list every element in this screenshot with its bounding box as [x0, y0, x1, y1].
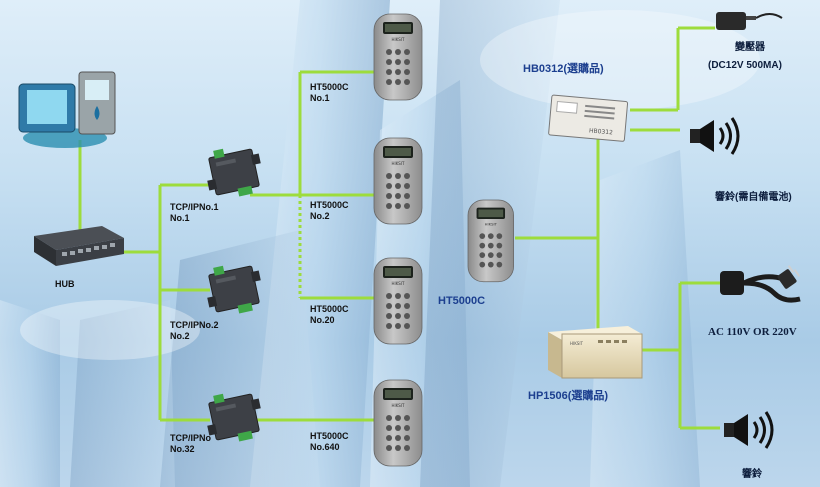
- ac-power-label: AC 110V OR 220V: [708, 326, 797, 338]
- center-reader-label: HT5000C: [438, 295, 486, 307]
- connection-lines: [78, 26, 720, 430]
- adapter-label: 變壓器: [735, 42, 765, 53]
- converter-1-name: TCP/IPNo.1: [170, 202, 219, 212]
- power-adapter-icon: [716, 12, 783, 30]
- converter-3-no: No.32: [170, 444, 195, 454]
- hb0312-device-icon: HB0312: [548, 94, 629, 142]
- converter-2-name: TCP/IPNo.2: [170, 320, 219, 330]
- converter-1-no: No.1: [170, 213, 190, 223]
- converter-icon-1: [200, 141, 268, 203]
- hub-icon: [34, 226, 124, 266]
- background-buildings: [0, 0, 700, 487]
- reader-icon-3: [373, 257, 423, 345]
- reader-3-model: HT5000C: [310, 304, 349, 314]
- bell-label: 響鈴: [742, 469, 762, 480]
- bell-battery-label: 響鈴(需自備電池): [715, 192, 792, 203]
- hb0312-device-text: HB0312: [589, 127, 614, 136]
- reader-4-model: HT5000C: [310, 431, 349, 441]
- converter-3-label: TCP/IPNo No.32: [170, 433, 211, 455]
- hp1506-device-icon: HIKSIT: [548, 326, 643, 379]
- converter-3-name: TCP/IPNo: [170, 433, 212, 443]
- reader-3-label: HT5000C No.20: [310, 304, 349, 326]
- hub-label: HUB: [55, 279, 75, 289]
- hp1506-label: HP1506(選購品): [528, 390, 609, 402]
- computer-icon: [18, 71, 116, 148]
- bell-icon: [722, 410, 774, 450]
- reader-1-label: HT5000C No.1: [310, 82, 349, 104]
- bell-battery-icon: [688, 116, 740, 156]
- reader-4-no: No.640: [310, 442, 340, 452]
- reader-3-no: No.20: [310, 315, 335, 325]
- hb0312-label: HB0312(選購品): [523, 63, 604, 75]
- svg-text:HIKSIT: HIKSIT: [570, 341, 584, 346]
- reader-1-no: No.1: [310, 93, 330, 103]
- reader-icon-4: [373, 379, 423, 467]
- ac-power-plug-icon: [720, 265, 801, 303]
- reader-4-label: HT5000C No.640: [310, 431, 349, 453]
- reader-icon-1: [373, 13, 423, 101]
- reader-2-label: HT5000C No.2: [310, 200, 349, 222]
- reader-1-model: HT5000C: [310, 82, 349, 92]
- reader-2-model: HT5000C: [310, 200, 349, 210]
- reader-icon-2: [373, 137, 423, 225]
- reader-2-no: No.2: [310, 211, 330, 221]
- converter-2-label: TCP/IPNo.2 No.2: [170, 320, 219, 342]
- center-reader-icon: [467, 199, 515, 283]
- adapter-spec: (DC12V 500MA): [708, 60, 782, 71]
- converter-2-no: No.2: [170, 331, 190, 341]
- converter-1-label: TCP/IPNo.1 No.1: [170, 202, 219, 224]
